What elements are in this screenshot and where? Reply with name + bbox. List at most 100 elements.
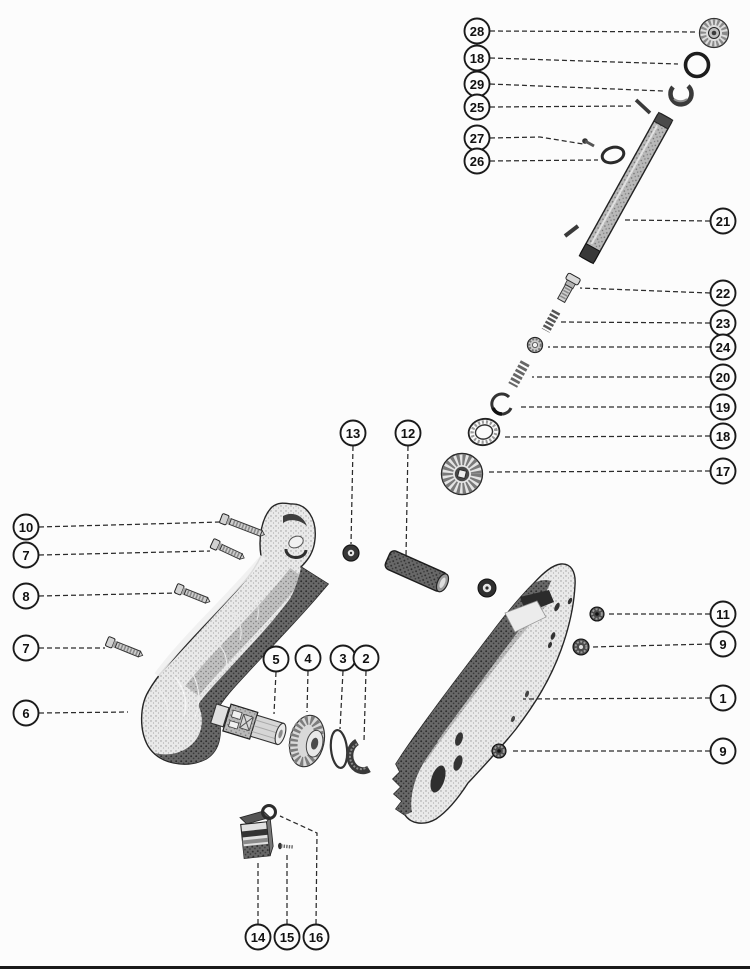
callout-circle (394, 419, 422, 447)
callout-circle (339, 419, 367, 447)
part-18-washer-lower (467, 417, 501, 447)
part-19-snap-ring (490, 392, 513, 416)
callout-number: 6 (22, 706, 29, 721)
part-22-bolt (557, 272, 581, 304)
part-6-swivel-arm (140, 502, 330, 765)
callout-12: 12 (394, 419, 422, 447)
callout-circle (294, 644, 322, 672)
callout-number: 24 (716, 340, 731, 355)
leader-line-22 (579, 287, 711, 294)
callout-number: 27 (470, 131, 484, 146)
callout-13: 13 (339, 419, 367, 447)
callout-23: 23 (709, 309, 737, 337)
leader-line-12 (405, 445, 409, 557)
part-3-oring (329, 728, 349, 770)
callout-20: 20 (709, 363, 737, 391)
part-24-nut (526, 336, 544, 354)
callout-27: 27 (463, 124, 491, 152)
callout-9: 9 (709, 630, 737, 658)
callout-circle (709, 279, 737, 307)
nut-9-upper (572, 638, 590, 656)
bolt-10 (219, 513, 265, 537)
leader-line-7 (38, 550, 211, 556)
callout-7: 7 (12, 634, 40, 662)
part-28-gear (698, 17, 730, 49)
callout-4: 4 (294, 644, 322, 672)
callout-circle (352, 644, 380, 672)
callout-number: 20 (716, 370, 730, 385)
callout-number: 10 (19, 520, 33, 535)
part-25-pin-upper (634, 98, 652, 115)
callout-11: 11 (709, 600, 737, 628)
callout-number: 17 (716, 464, 730, 479)
leader-line-1 (522, 697, 711, 700)
callout-number: 21 (716, 214, 730, 229)
callout-2: 2 (352, 644, 380, 672)
part-14-anchor-block (239, 810, 274, 859)
callout-19: 19 (709, 393, 737, 421)
callout-16: 16 (302, 923, 330, 951)
callout-number: 4 (304, 651, 312, 666)
callout-15: 15 (273, 923, 301, 951)
grommet-right (477, 578, 497, 598)
callout-number: 23 (716, 316, 730, 331)
callout-circle (463, 44, 491, 72)
part-20-spring (508, 360, 530, 388)
callout-21: 21 (709, 207, 737, 235)
leader-line-5 (273, 671, 277, 715)
part-15-screw (278, 842, 294, 850)
leader-line-21 (624, 219, 711, 222)
bolt-7-lower (105, 636, 144, 658)
callout-circle (12, 634, 40, 662)
callout-28: 28 (463, 17, 491, 45)
callout-number: 18 (470, 51, 484, 66)
callout-number: 7 (22, 641, 29, 656)
callout-number: 13 (346, 426, 360, 441)
leader-line-3 (339, 670, 344, 730)
callout-circle (709, 207, 737, 235)
callout-number: 9 (719, 744, 726, 759)
leader-line-29 (489, 83, 664, 92)
leader-line-8 (38, 592, 177, 597)
part-13-grommet (342, 544, 360, 562)
callout-1: 1 (709, 684, 737, 712)
callout-circle (709, 737, 737, 765)
callout-number: 8 (22, 589, 29, 604)
callout-circle (709, 600, 737, 628)
part-5-gear-shaft (209, 703, 287, 746)
callout-circle (709, 393, 737, 421)
leader-line-10 (38, 521, 222, 528)
nut-11 (589, 606, 605, 622)
callout-circle (262, 645, 290, 673)
callout-10: 10 (12, 513, 40, 541)
callout-24: 24 (709, 333, 737, 361)
callout-circle (12, 582, 40, 610)
callout-number: 19 (716, 400, 730, 415)
callout-circle (463, 93, 491, 121)
callout-18: 18 (709, 422, 737, 450)
callout-number: 12 (401, 426, 415, 441)
callout-5: 5 (262, 645, 290, 673)
callout-3: 3 (329, 644, 357, 672)
callout-14: 14 (244, 923, 272, 951)
bolt-8 (174, 583, 211, 604)
callout-circle (302, 923, 330, 951)
callout-number: 9 (719, 637, 726, 652)
part-26-seal-ring (600, 145, 626, 165)
callout-number: 7 (22, 548, 29, 563)
callout-circle (463, 147, 491, 175)
callout-number: 1 (719, 691, 726, 706)
leader-line-17 (488, 470, 711, 473)
leader-line-4 (306, 670, 309, 713)
callout-29: 29 (463, 70, 491, 98)
callout-number: 11 (716, 607, 730, 622)
leader-lines-layer (38, 30, 711, 925)
leader-line-6 (38, 711, 129, 714)
callout-number: 3 (339, 651, 346, 666)
callout-circle (709, 457, 737, 485)
part-2-thrust-washer (346, 738, 371, 775)
part-21-drive-shaft (578, 111, 674, 265)
part-12-bushing (384, 550, 450, 593)
